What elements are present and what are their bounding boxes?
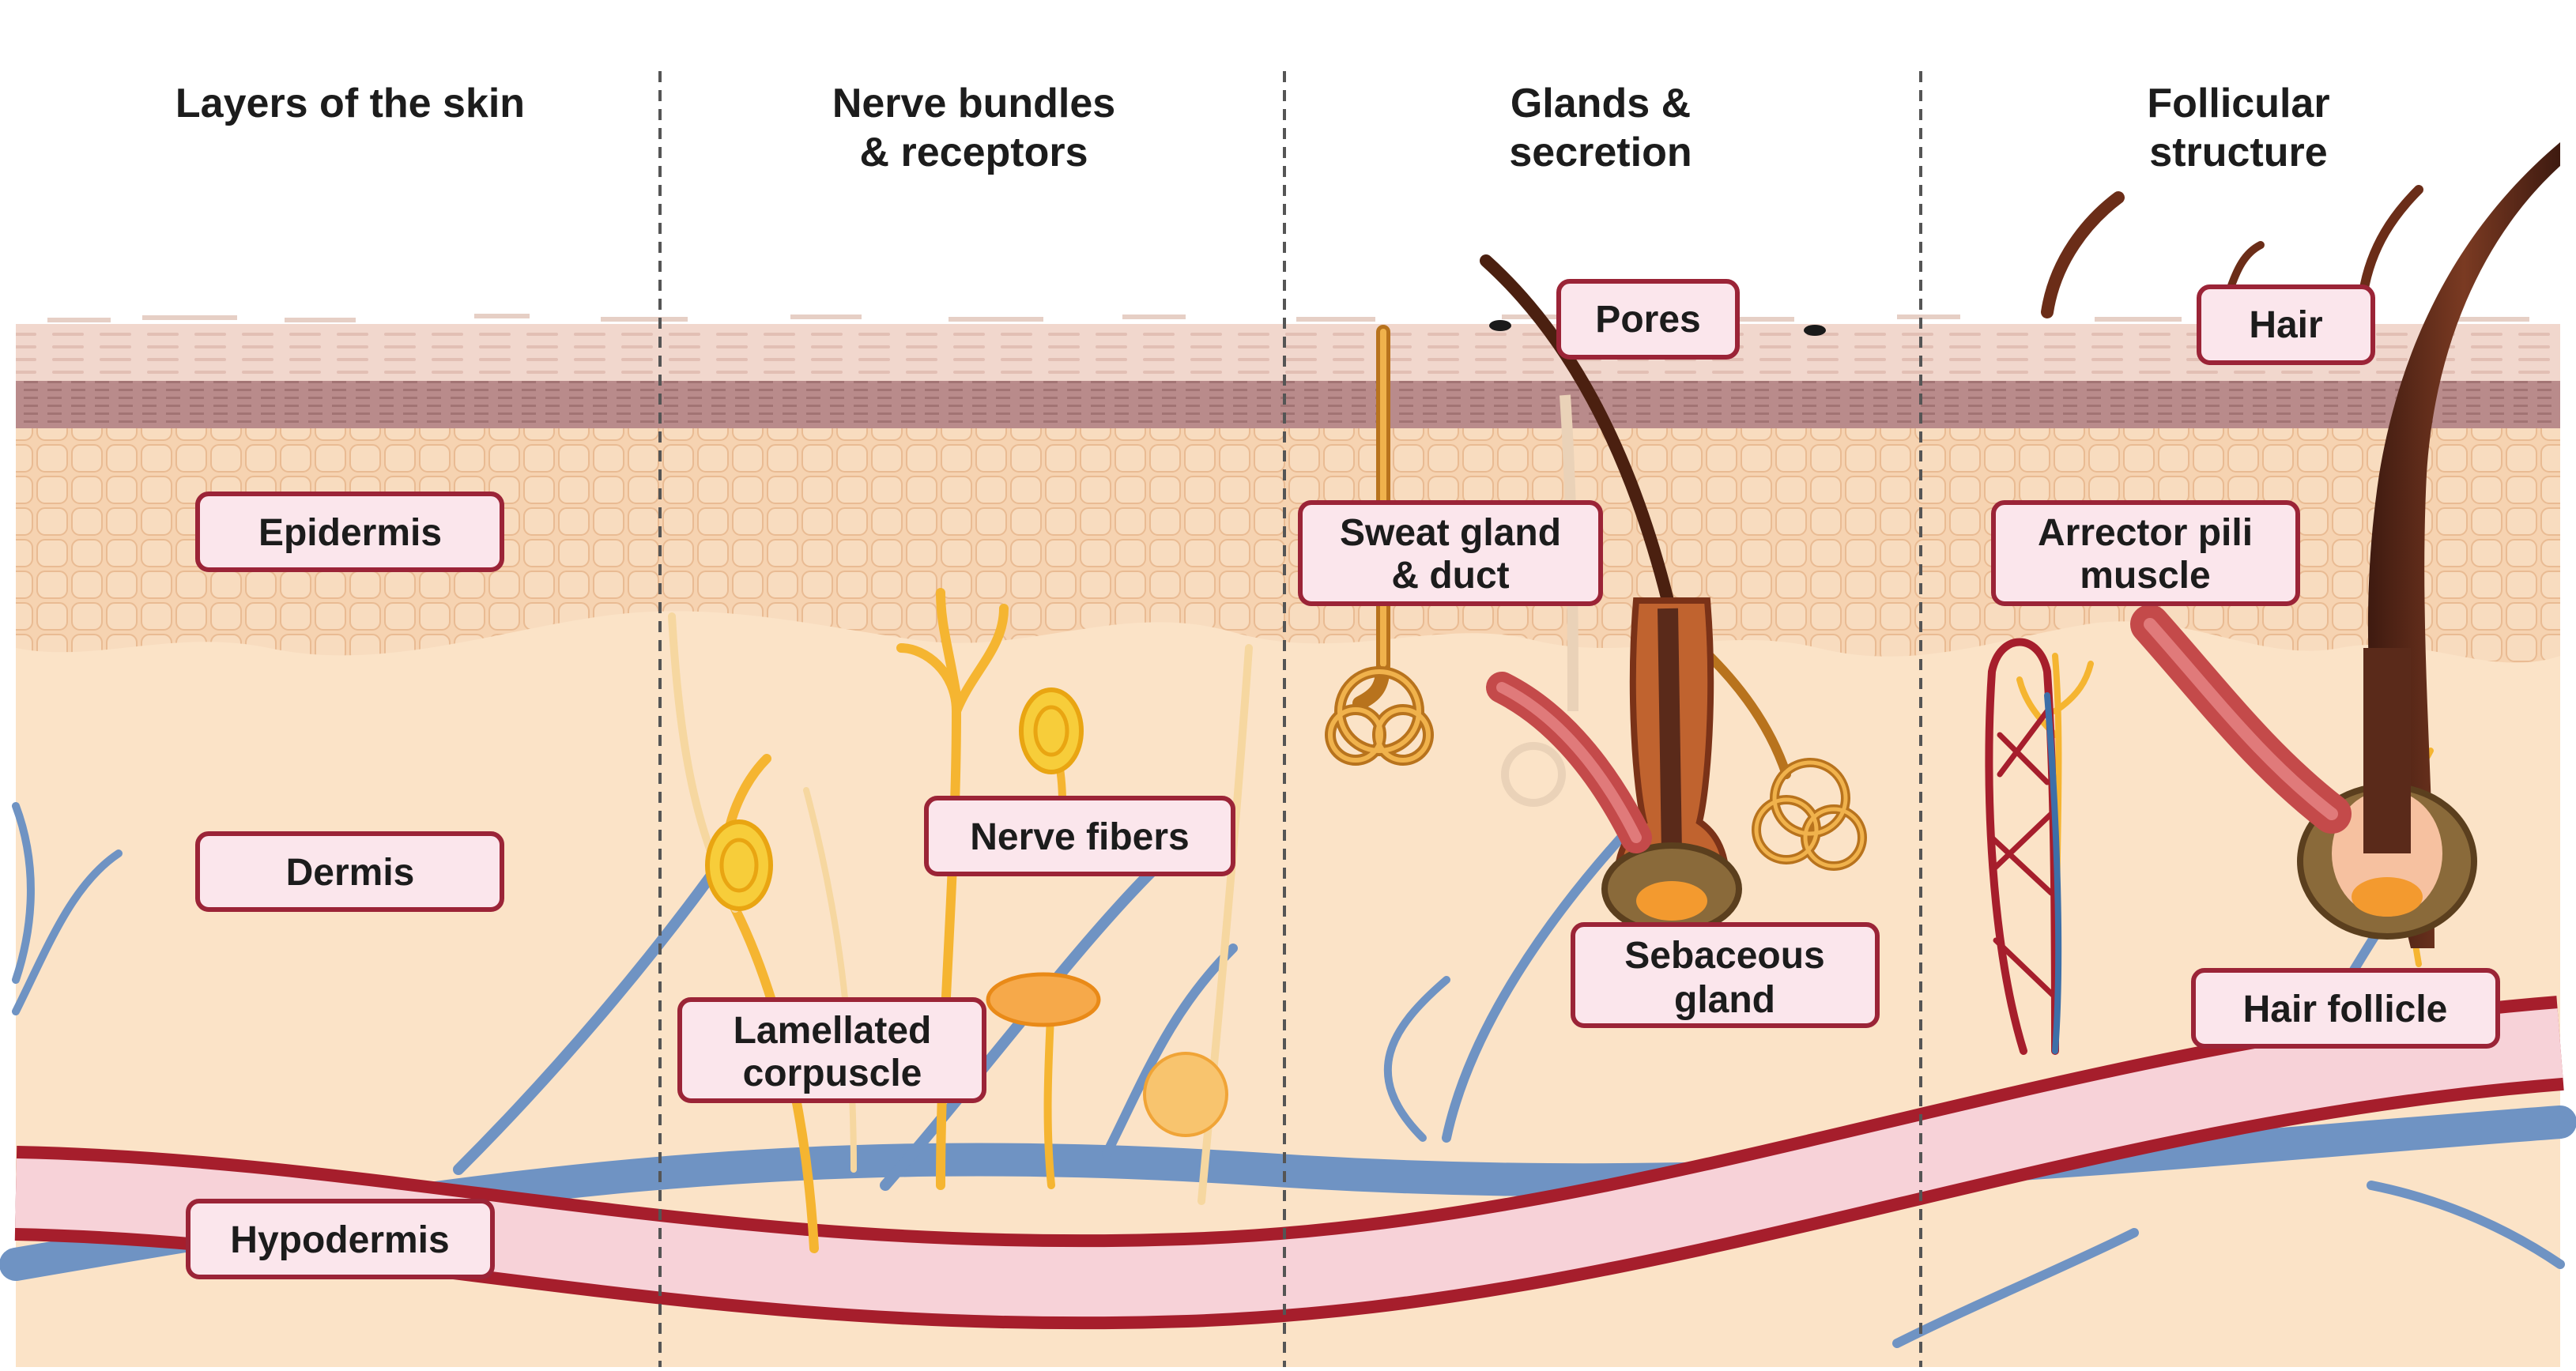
svg-text:Hair follicle: Hair follicle: [2243, 989, 2448, 1030]
svg-text:Pores: Pores: [1595, 299, 1700, 341]
column-title-layers: Layers of the skin: [175, 81, 525, 126]
svg-text:Epidermis: Epidermis: [258, 512, 442, 554]
label-dermis: Dermis: [195, 831, 504, 912]
label-hypodermis: Hypodermis: [186, 1199, 495, 1279]
stratum-basale-band: [16, 379, 2560, 428]
skin-surface-flakes: [47, 314, 2529, 322]
label-sweat-gland: Sweat gland& duct: [1298, 500, 1603, 606]
svg-text:Hypodermis: Hypodermis: [230, 1219, 449, 1261]
label-nerve-fibers: Nerve fibers: [924, 796, 1235, 876]
label-hair: Hair: [2197, 284, 2375, 365]
epidermis-layer: [16, 427, 2560, 663]
label-epidermis: Epidermis: [195, 492, 504, 572]
column-dividers: [658, 71, 1922, 1367]
svg-text:Nerve fibers: Nerve fibers: [970, 816, 1189, 858]
pores: [1489, 320, 1826, 336]
label-hair-follicle: Hair follicle: [2191, 968, 2500, 1049]
column-title-glands: Glands &secretion: [1509, 81, 1692, 175]
capillary-loop: [1985, 638, 2062, 1055]
hair-follicle-structure: [2130, 142, 2560, 948]
svg-text:Sweat gland& duct: Sweat gland& duct: [1340, 512, 1561, 597]
lamellated-corpuscle-receptors: [705, 687, 1228, 1137]
svg-text:Dermis: Dermis: [286, 852, 415, 894]
svg-text:Hair: Hair: [2249, 304, 2322, 346]
label-pores: Pores: [1556, 279, 1740, 360]
column-title-nerves: Nerve bundles& receptors: [832, 81, 1115, 175]
stratum-corneum-band: [16, 324, 2560, 381]
hair-follicle-glands: [1480, 254, 1742, 936]
